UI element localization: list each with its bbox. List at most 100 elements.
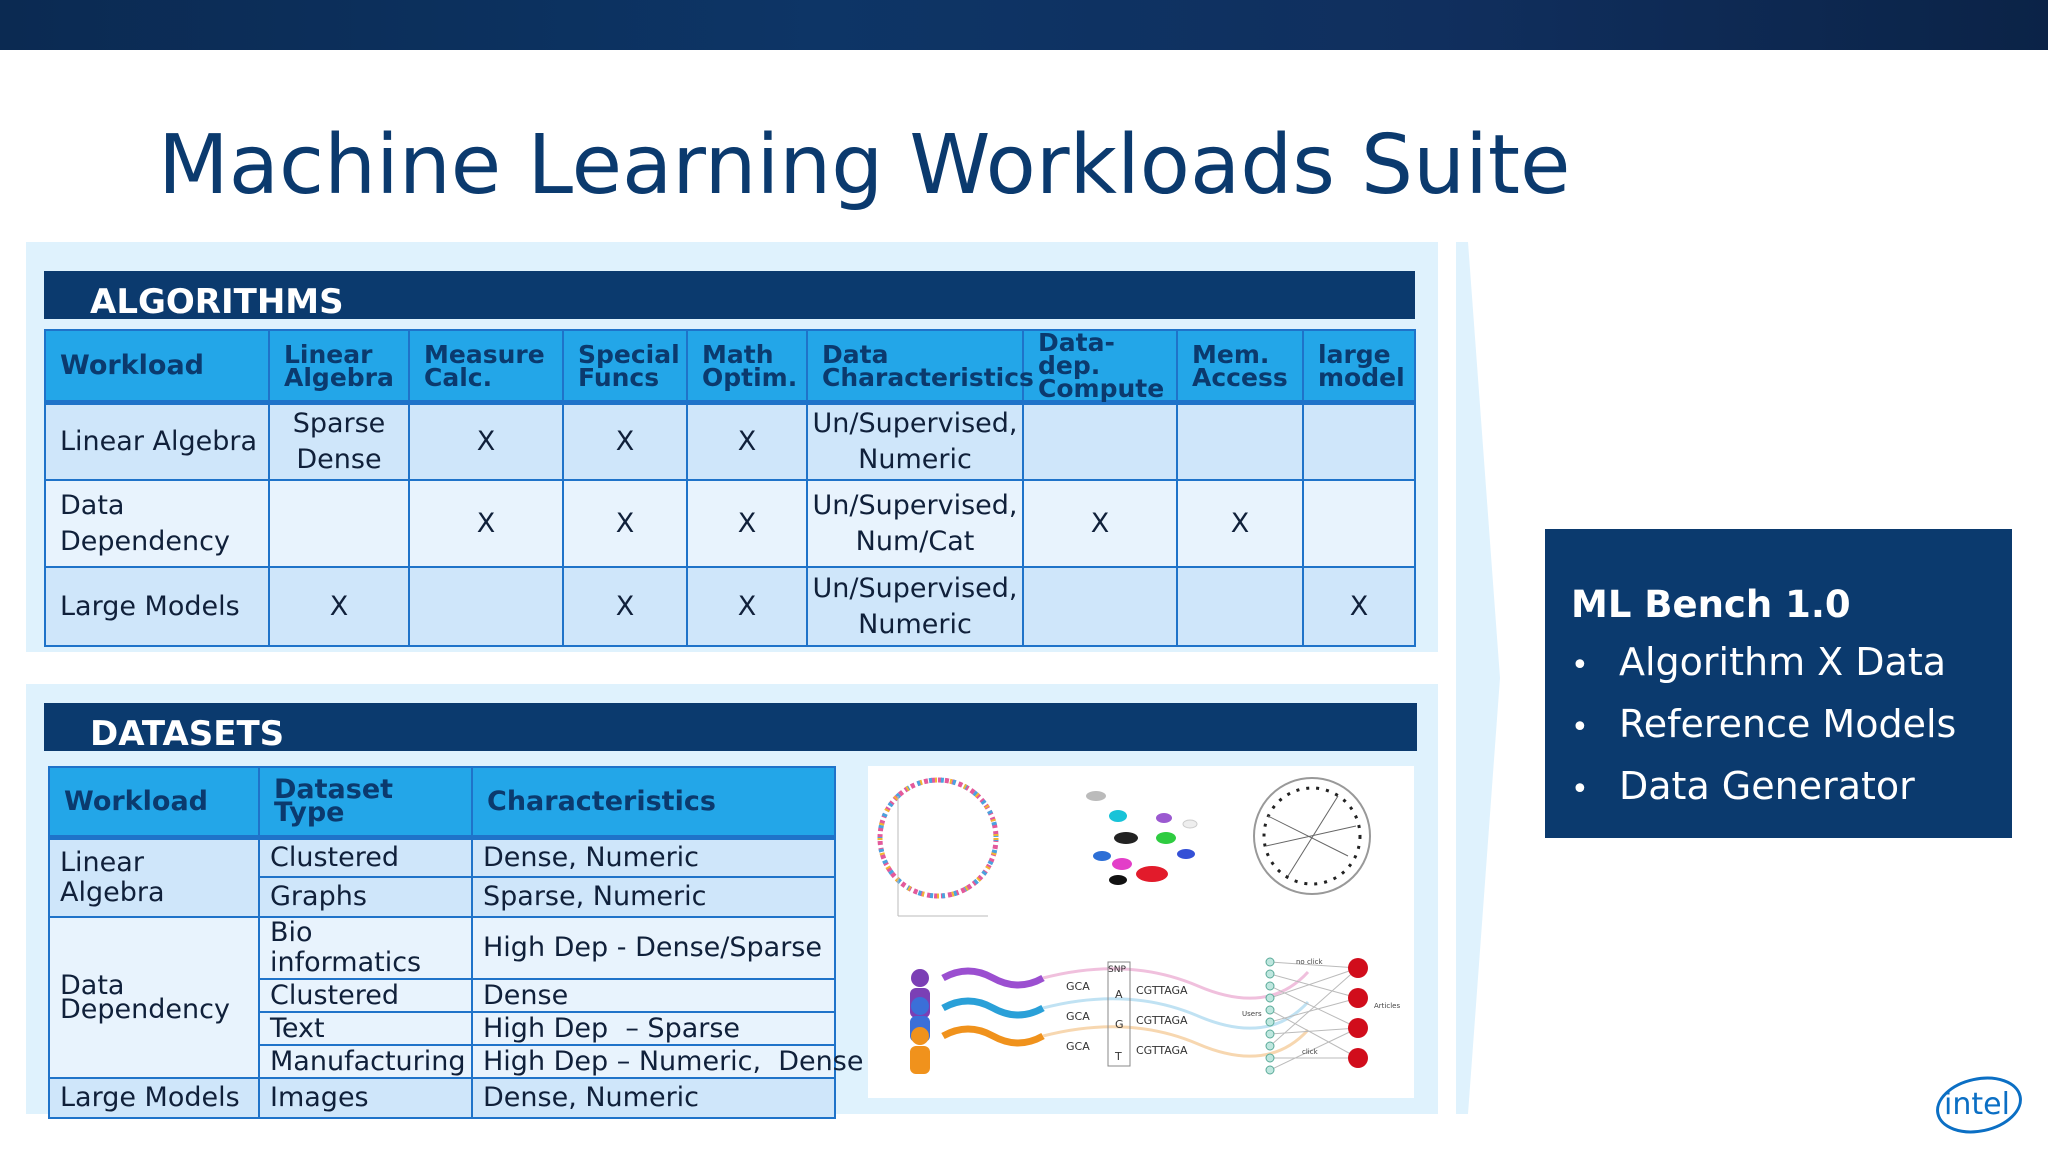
snp-label: SNP xyxy=(1108,965,1126,975)
list-item-label: Data Generator xyxy=(1619,764,1915,808)
col-header: Data-dep. Compute xyxy=(1022,329,1178,405)
ml-bench-title: ML Bench 1.0 xyxy=(1571,583,1851,626)
ml-bench-list: • Algorithm X Data • Reference Models • Dat… xyxy=(1571,633,1956,819)
intel-logo: intel xyxy=(1936,1076,2022,1134)
table-row: Large Models X X X Un/Supervised, Numeri… xyxy=(44,566,1416,647)
col-header: Math Optim. xyxy=(686,329,808,405)
col-header: Mem. Access xyxy=(1176,329,1304,405)
list-item-label: Algorithm X Data xyxy=(1619,640,1947,684)
table-row: Text High Dep – Sparse xyxy=(49,1011,836,1046)
dna-strand-illustration: SNP GCA A CGTTAGA GCA G CGTTAGA GCA T CG… xyxy=(910,961,1310,1074)
table-row: Clustered Dense xyxy=(49,978,836,1013)
table-cell: X xyxy=(408,479,564,568)
dna-label: T xyxy=(1114,1050,1122,1063)
network-label: no click xyxy=(1296,958,1324,966)
table-row: Linear Algebra Clustered Dense, Numeric xyxy=(48,836,836,918)
dna-label: A xyxy=(1115,988,1123,1001)
bipartite-network-illustration: no click click Users Articles xyxy=(1242,957,1400,1075)
illustrations: SNP GCA A CGTTAGA GCA G CGTTAGA GCA T CG… xyxy=(877,777,1400,1075)
table-cell: Large Models xyxy=(44,566,270,647)
col-header: Workload xyxy=(48,766,260,840)
dna-label: CGTTAGA xyxy=(1136,1044,1188,1057)
top-banner xyxy=(0,0,2048,50)
col-header: Special Funcs xyxy=(562,329,688,405)
illustrations-box: SNP GCA A CGTTAGA GCA G CGTTAGA GCA T CG… xyxy=(868,766,1414,1098)
table-cell: High Dep – Sparse xyxy=(471,1011,836,1046)
table-cell: Large Models xyxy=(48,1077,260,1119)
col-header: Data Characteristics xyxy=(806,329,1034,405)
circle-graph-illustration xyxy=(877,777,999,917)
table-cell: Clustered xyxy=(258,978,473,1013)
dna-label: GCA xyxy=(1066,1010,1090,1023)
table-cell xyxy=(1022,401,1178,481)
table-cell: X xyxy=(562,479,688,568)
table-row: Graphs Sparse, Numeric xyxy=(49,876,836,918)
table-cell: X xyxy=(1022,479,1178,568)
table-cell xyxy=(1302,401,1416,481)
bullet: • xyxy=(1571,710,1589,745)
table-cell: X xyxy=(686,401,808,481)
table-cell: Text xyxy=(258,1011,473,1046)
list-item: • Reference Models xyxy=(1571,695,1956,757)
dna-label: CGTTAGA xyxy=(1136,1014,1188,1027)
logo-text: intel xyxy=(1944,1087,2010,1122)
table-cell: Linear Algebra xyxy=(44,401,270,481)
table-row: Manufacturing High Dep – Numeric, Dense xyxy=(49,1044,863,1079)
table-cell xyxy=(1176,401,1304,481)
list-item: • Algorithm X Data xyxy=(1571,633,1956,695)
table-cell: Dense, Numeric xyxy=(471,836,836,878)
slide-title: Machine Learning Workloads Suite xyxy=(158,118,1571,213)
table-cell: Images xyxy=(258,1077,473,1119)
algorithms-table: Workload Linear Algebra Measure Calc. Sp… xyxy=(44,329,1416,647)
list-item-label: Reference Models xyxy=(1619,702,1957,746)
datasets-table: Workload Dataset Type Characteristics Li… xyxy=(48,766,863,1119)
table-row: Data Dependency X X X Un/Supervised, Num… xyxy=(44,479,1416,568)
table-cell: Un/Supervised, Numeric xyxy=(806,566,1024,647)
table-cell: X xyxy=(562,566,688,647)
dna-label: CGTTAGA xyxy=(1136,984,1188,997)
bullet: • xyxy=(1571,772,1589,807)
table-cell: Linear Algebra xyxy=(48,836,260,918)
table-cell: Data Dependency xyxy=(44,479,270,568)
table-row: Linear Algebra Sparse Dense X X X Un/Sup… xyxy=(44,401,1416,481)
table-cell xyxy=(408,566,564,647)
algorithms-header: ALGORITHMS xyxy=(44,271,1415,322)
table-row: Large Models Images Dense, Numeric xyxy=(48,1077,836,1119)
table-cell: X xyxy=(1176,479,1304,568)
col-header: Characteristics xyxy=(471,766,836,840)
flow-arrow xyxy=(1456,242,1500,1114)
table-cell: X xyxy=(686,566,808,647)
table-cell: Un/Supervised, Num/Cat xyxy=(806,479,1024,568)
table-cell: X xyxy=(1302,566,1416,647)
table-cell: Graphs xyxy=(258,876,473,918)
dna-label: GCA xyxy=(1066,1040,1090,1053)
col-header: Measure Calc. xyxy=(408,329,564,405)
table-cell: High Dep - Dense/Sparse xyxy=(471,916,836,980)
col-header: large model xyxy=(1302,329,1416,405)
table-cell: High Dep – Numeric, Dense xyxy=(471,1044,863,1079)
ml-bench-box: ML Bench 1.0 • Algorithm X Data • Referenc… xyxy=(1545,529,2012,838)
dna-label: GCA xyxy=(1066,980,1090,993)
table-cell: Un/Supervised, Numeric xyxy=(806,401,1024,481)
col-header: Workload xyxy=(44,329,270,405)
table-cell: X xyxy=(686,479,808,568)
table-cell: X xyxy=(408,401,564,481)
col-header: Linear Algebra xyxy=(268,329,410,405)
col-header: Dataset Type xyxy=(258,766,473,840)
bullet: • xyxy=(1571,648,1589,683)
table-cell: Clustered xyxy=(258,836,473,878)
table-cell: Dense xyxy=(471,978,836,1013)
table-cell: Sparse, Numeric xyxy=(471,876,836,918)
table-cell: Sparse Dense xyxy=(268,401,410,481)
table-cell xyxy=(1022,566,1178,647)
table-cell: X xyxy=(268,566,410,647)
table-cell xyxy=(268,479,410,568)
network-label: Users xyxy=(1242,1010,1262,1018)
table-cell xyxy=(1302,479,1416,568)
network-label: click xyxy=(1302,1048,1319,1056)
table-cell: Bio informatics xyxy=(258,916,473,980)
datasets-header-row: Workload Dataset Type Characteristics xyxy=(48,766,836,840)
datasets-header: DATASETS xyxy=(44,703,1417,754)
ring-graph-illustration xyxy=(1253,777,1371,895)
list-item: • Data Generator xyxy=(1571,757,1956,819)
